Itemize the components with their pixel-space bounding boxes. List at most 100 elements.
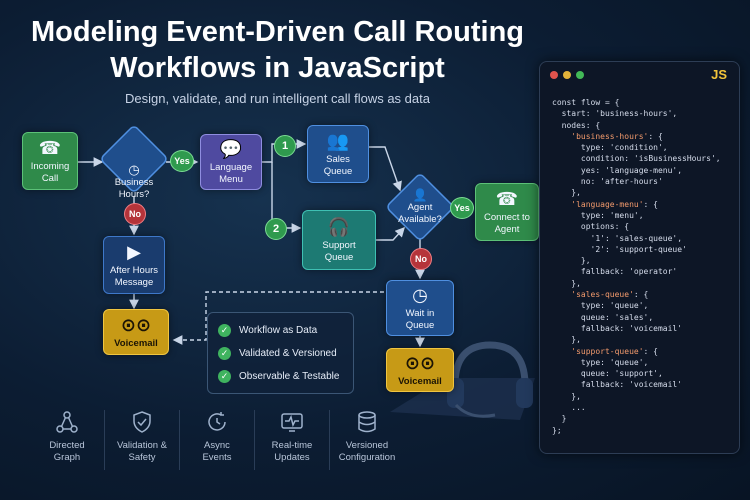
phone-icon: ☎ bbox=[495, 189, 519, 209]
incoming-call-label: Incoming Call bbox=[30, 161, 70, 184]
business-hours-diamond bbox=[101, 126, 167, 192]
code-lines: const flow = { start: 'business-hours', … bbox=[552, 97, 721, 436]
maximize-dot-icon bbox=[576, 71, 584, 79]
connect-to-agent-label: Connect to Agent bbox=[484, 212, 530, 235]
option-1-badge: 1 bbox=[274, 135, 296, 157]
code-line: const flow = { bbox=[552, 98, 620, 107]
code-line: queue: 'support', bbox=[552, 369, 663, 379]
voicemail-icon: ⊙⊙ bbox=[120, 315, 152, 335]
code-line: '2': 'support-queue' bbox=[552, 244, 687, 254]
bottom-feature-label: Versioned Configuration bbox=[338, 440, 396, 463]
code-line: 'language-menu': { bbox=[571, 199, 658, 209]
chat-bubble-icon: 💬 bbox=[219, 139, 243, 159]
bottom-feature-bar: Directed Graph Validation & Safety Async… bbox=[30, 410, 410, 470]
voicemail-right-node: ⊙⊙ Voicemail bbox=[386, 348, 454, 392]
code-line: }, bbox=[552, 278, 581, 288]
edge-support-agent bbox=[376, 226, 405, 241]
language-menu-node: 💬 Language Menu bbox=[200, 134, 262, 190]
play-icon: ▶ bbox=[127, 242, 141, 262]
database-icon bbox=[358, 411, 376, 433]
feature-label: Validated & Versioned bbox=[239, 348, 337, 359]
code-line: condition: 'isBusinessHours', bbox=[552, 154, 721, 164]
after-hours-message-node: ▶ After Hours Message bbox=[103, 236, 165, 294]
feature-item: ✓ Workflow as Data bbox=[218, 319, 343, 342]
js-badge: JS bbox=[711, 67, 727, 82]
feature-item: ✓ Observable & Testable bbox=[218, 365, 343, 388]
code-line: fallback: 'voicemail' bbox=[552, 323, 683, 333]
edge-sales-agent bbox=[369, 146, 402, 192]
code-line: type: 'queue', bbox=[552, 357, 649, 367]
bottom-feature-directed-graph: Directed Graph bbox=[30, 410, 105, 470]
minimize-dot-icon bbox=[563, 71, 571, 79]
phone-icon: ☎ bbox=[38, 138, 62, 158]
code-panel: JS const flow = { start: 'business-hours… bbox=[539, 61, 740, 454]
code-line: type: 'condition', bbox=[552, 143, 668, 153]
check-icon: ✓ bbox=[218, 324, 231, 337]
voicemail-left-label: Voicemail bbox=[114, 338, 158, 349]
sales-queue-label: Sales Queue bbox=[323, 154, 353, 177]
clock-icon: ◷ bbox=[128, 162, 140, 177]
agent-available-label: 👤 Agent Available? bbox=[395, 189, 445, 226]
bottom-feature-label: Directed Graph bbox=[49, 440, 85, 463]
code-line: '1': 'sales-queue', bbox=[552, 233, 683, 243]
pulse-monitor-icon bbox=[281, 413, 303, 432]
option-2-badge: 2 bbox=[265, 218, 287, 240]
code-line: no: 'after-hours' bbox=[552, 177, 663, 187]
feature-item: ✓ Validated & Versioned bbox=[218, 342, 343, 365]
window-controls bbox=[550, 71, 584, 79]
code-line: } bbox=[552, 414, 567, 424]
code-line: start: 'business-hours', bbox=[552, 109, 678, 119]
agent-available-text: Agent Available? bbox=[398, 202, 442, 225]
clock-refresh-icon bbox=[208, 412, 226, 431]
yes-badge-agent: Yes bbox=[450, 197, 474, 219]
code-line: 'support-queue': { bbox=[571, 346, 658, 356]
bottom-feature-label: Async Events bbox=[202, 440, 232, 463]
after-hours-message-label: After Hours Message bbox=[109, 265, 159, 288]
support-queue-node: 🎧 Support Queue bbox=[302, 210, 376, 270]
check-icon: ✓ bbox=[218, 347, 231, 360]
code-line: options: { bbox=[552, 222, 630, 232]
check-icon: ✓ bbox=[218, 370, 231, 383]
wait-in-queue-node: ◷ Wait in Queue bbox=[386, 280, 454, 336]
feature-label: Observable & Testable bbox=[239, 371, 340, 382]
code-line: fallback: 'operator' bbox=[552, 267, 678, 277]
no-badge-agent: No bbox=[410, 248, 432, 270]
code-line: fallback: 'voicemail' bbox=[552, 380, 683, 390]
people-group-icon: 👥 bbox=[326, 131, 350, 151]
voicemail-right-label: Voicemail bbox=[398, 376, 442, 387]
code-line: }, bbox=[552, 188, 581, 198]
page-subtitle: Design, validate, and run intelligent ca… bbox=[125, 91, 430, 106]
headset-icon: 🎧 bbox=[327, 217, 351, 237]
incoming-call-node: ☎ Incoming Call bbox=[22, 132, 78, 190]
voicemail-icon: ⊙⊙ bbox=[404, 353, 436, 373]
bottom-feature-async: Async Events bbox=[180, 410, 255, 470]
business-hours-label: ◷ Business Hours? bbox=[109, 163, 159, 201]
code-line: 'sales-queue': { bbox=[571, 290, 649, 300]
close-dot-icon bbox=[550, 71, 558, 79]
page-title-line-2: Workflows in JavaScript bbox=[110, 52, 445, 84]
code-line: 'business-hours': { bbox=[571, 131, 663, 141]
code-line: }, bbox=[552, 335, 581, 345]
code-line: type: 'queue', bbox=[552, 301, 649, 311]
bottom-feature-versioned: Versioned Configuration bbox=[330, 410, 404, 470]
headset-illustration bbox=[390, 341, 535, 420]
code-line: }, bbox=[552, 256, 591, 266]
yes-badge-business: Yes bbox=[170, 150, 194, 172]
person-icon: 👤 bbox=[412, 188, 428, 202]
features-box: ✓ Workflow as Data ✓ Validated & Versioned… bbox=[207, 312, 354, 394]
no-badge-business: No bbox=[124, 203, 146, 225]
code-line: queue: 'sales', bbox=[552, 312, 654, 322]
code-line: }, bbox=[552, 391, 581, 401]
graph-icon bbox=[56, 411, 78, 433]
voicemail-left-node: ⊙⊙ Voicemail bbox=[103, 309, 169, 355]
feature-label: Workflow as Data bbox=[239, 325, 318, 336]
code-line: ... bbox=[552, 403, 586, 413]
bottom-feature-realtime: Real-time Updates bbox=[255, 410, 330, 470]
page-title-line-1: Modeling Event-Driven Call Routing bbox=[30, 16, 524, 48]
code-line: type: 'menu', bbox=[552, 210, 644, 220]
clock-icon: ◷ bbox=[412, 285, 428, 305]
business-hours-text: Business Hours? bbox=[114, 177, 154, 200]
shield-check-icon bbox=[133, 411, 151, 433]
language-menu-label: Language Menu bbox=[209, 162, 253, 185]
bottom-feature-label: Validation & Safety bbox=[117, 440, 167, 463]
